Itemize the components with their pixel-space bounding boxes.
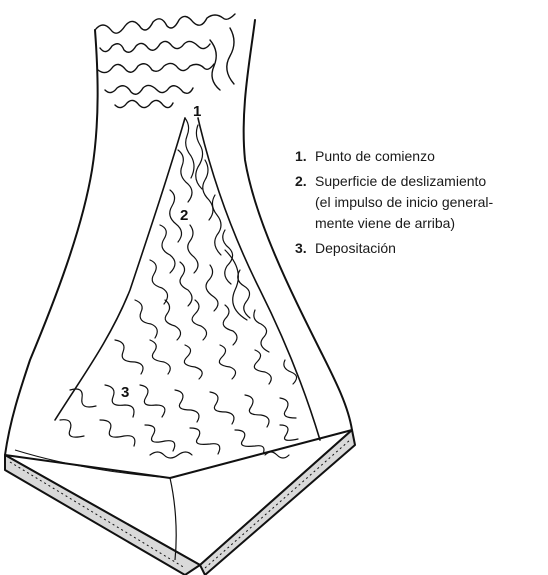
legend-item-3: 3. Depositación xyxy=(295,238,545,259)
terrain-base xyxy=(4,429,356,575)
rock-crest xyxy=(94,13,236,109)
avalanche-track-outline xyxy=(54,117,321,441)
legend-item-2: 2. Superficie de deslizamiento (el impul… xyxy=(295,171,545,234)
marker-2: 2 xyxy=(180,207,188,224)
legend-number: 3. xyxy=(295,240,307,256)
legend-text: Punto de comienzo xyxy=(315,148,435,164)
marker-3: 3 xyxy=(121,384,129,401)
legend: 1. Punto de comienzo 2. Superficie de de… xyxy=(295,146,545,263)
avalanche-deposit xyxy=(59,117,299,459)
legend-number: 2. xyxy=(295,173,307,189)
legend-text: Depositación xyxy=(315,240,396,256)
legend-number: 1. xyxy=(295,148,307,164)
legend-item-1: 1. Punto de comienzo xyxy=(295,146,545,167)
legend-text: Superficie de deslizamiento (el impulso … xyxy=(315,173,494,231)
marker-1: 1 xyxy=(193,103,201,120)
slope-outline xyxy=(4,19,353,456)
